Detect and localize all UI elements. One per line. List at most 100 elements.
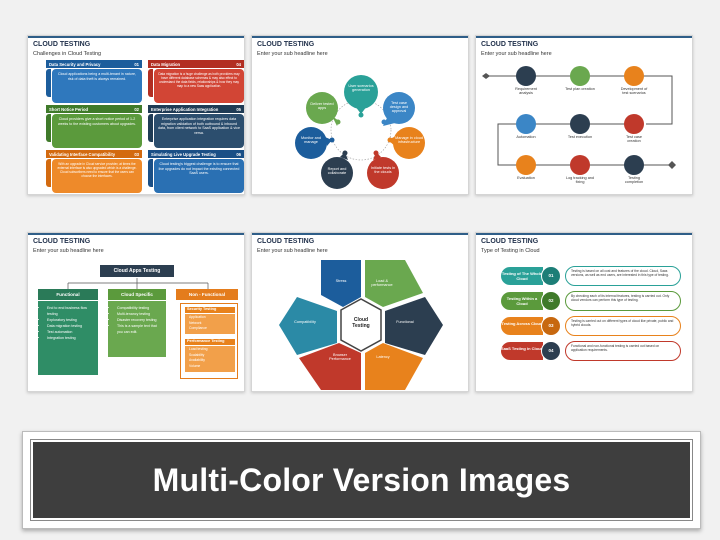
list-item: This is a sample text that you can edit. (117, 323, 163, 335)
step-label: Automation (516, 135, 536, 139)
list-item: Load testing (189, 347, 208, 351)
step-circle (516, 155, 536, 175)
column-head-non-functional: Non - Functional (176, 289, 238, 300)
process-flow-diagram (482, 66, 676, 175)
slide-thumbnail-4[interactable]: CLOUD TESTING Enter your sub headline he… (27, 232, 245, 392)
slide-title: CLOUD TESTING (33, 238, 91, 245)
row-label: SaaS Testing in Cloud (501, 342, 543, 360)
card-text: Cloud applications being a multi-tenant … (52, 69, 142, 103)
list-item: Volume (189, 363, 201, 368)
card-number: 02 (134, 106, 139, 112)
card-number: 04 (236, 61, 241, 67)
slide-thumbnail-2[interactable]: CLOUD TESTING Enter your sub headline he… (251, 35, 469, 195)
card-number: 03 (134, 151, 139, 157)
list-item: Compliance (189, 326, 207, 330)
slide-subtitle: Type of Testing in Cloud (481, 248, 540, 254)
tree-connectors (67, 278, 209, 289)
column-head-functional: Functional (38, 289, 98, 300)
step-circle (570, 114, 590, 134)
slide-subtitle: Enter your sub headline here (481, 51, 552, 57)
row-label: Testing Across Cloud (501, 317, 543, 335)
segment-stress (321, 260, 361, 307)
card-title: Data Security and Privacy (49, 61, 101, 67)
challenge-card-1: Data Security and Privacy 01 Cloud applic… (46, 60, 142, 103)
petal-label: Monitor and manage (300, 136, 322, 144)
step-label: Development of test scenarios (620, 87, 648, 95)
slide-title: CLOUD TESTING (257, 41, 315, 48)
slide-thumbnail-1[interactable]: CLOUD TESTING Challenges in Cloud Testin… (27, 35, 245, 195)
segment-label: Latency (376, 355, 390, 359)
row-text: Functional and non-functional testing is… (565, 341, 681, 361)
type-row-3: Testing Across Cloud 03 Testing is carri… (501, 316, 687, 338)
type-row-4: SaaS Testing in Cloud 04 Functional and … (501, 341, 687, 363)
step-circle (624, 66, 644, 86)
step-circle (570, 155, 590, 175)
row-number: 03 (541, 316, 561, 336)
column-body-cloud-specific: Compatibility testing Multi-tenancy test… (108, 301, 166, 357)
card-text: Cloud testing's biggest challenge is to … (154, 159, 244, 193)
list-item: Test automation (47, 329, 95, 335)
list-item: Disaster recovery testing (117, 317, 163, 323)
list-item: Scalability (189, 352, 205, 357)
step-label: Testing completion (624, 176, 644, 184)
segment-label: Browser Performance (329, 353, 351, 361)
hexagon-diagram (279, 260, 443, 390)
group-label: Performance Testing (185, 339, 235, 345)
list-item: Compatibility testing (117, 305, 163, 311)
list-item: Multi-tenancy testing (117, 311, 163, 317)
card-text: With an upgrade in Cloud service provide… (52, 159, 142, 193)
slide-title: CLOUD TESTING (257, 238, 315, 245)
list-item: Exploratory testing (47, 317, 95, 323)
card-title: Short Notice Period (49, 106, 89, 112)
column-head-cloud-specific: Cloud Specific (108, 289, 166, 300)
step-label: Test execution (567, 135, 593, 139)
group-label: Security Testing (185, 307, 235, 313)
step-label: Test plan creation (565, 87, 595, 91)
card-title: Validating Interface Compatibility (49, 151, 116, 157)
card-number: 05 (236, 106, 241, 112)
list-item: Application (189, 315, 206, 319)
type-row-2: Testing Within a Cloud 02 By checking ea… (501, 291, 687, 313)
card-text: Data migration is a huge challenge as bo… (154, 69, 244, 103)
type-row-1: Testing of The Whole Cloud 01 Testing is… (501, 266, 687, 288)
card-number: 06 (236, 151, 241, 157)
row-text: By checking each of its internal feature… (565, 291, 681, 311)
segment-latency (365, 343, 423, 390)
slide-thumbnail-5[interactable]: CLOUD TESTING Enter your sub headline he… (251, 232, 469, 392)
slide-title: CLOUD TESTING (33, 41, 91, 48)
slide-thumbnail-3[interactable]: CLOUD TESTING Enter your sub headline he… (475, 35, 693, 195)
banner-title: Multi-Color Version Images (152, 461, 571, 498)
segment-label: Functional (396, 320, 414, 324)
list-item: Availability (189, 358, 205, 362)
petal-navy (321, 150, 353, 189)
list-item: Data migration testing (47, 323, 95, 329)
petal-teal (344, 75, 378, 118)
step-label: Requirement analysis (515, 87, 537, 95)
step-circle (624, 155, 644, 175)
step-label: Log tracking and fixing (565, 176, 595, 184)
segment-functional (385, 297, 443, 355)
list-item: Network (189, 320, 202, 325)
petal-label: Deliver tested apps (310, 102, 334, 110)
petal-green (306, 92, 341, 126)
card-number: 01 (134, 61, 139, 67)
center-label: Cloud Testing (352, 317, 370, 329)
column-body-functional: End to end business flow testing Explora… (38, 301, 98, 375)
row-number: 04 (541, 341, 561, 361)
slide-subtitle: Enter your sub headline here (33, 248, 104, 254)
row-text: Testing is carried out on different type… (565, 316, 681, 336)
petal-label: Initiate tests in the clouds (370, 166, 396, 174)
petal-label: User scenarios generation (348, 84, 374, 92)
slide-thumbnail-6[interactable]: CLOUD TESTING Type of Testing in Cloud T… (475, 232, 693, 392)
segment-browser (299, 343, 361, 390)
petal-orange (387, 127, 425, 159)
slide-title: CLOUD TESTING (481, 238, 539, 245)
root-node: Cloud Apps Testing (100, 265, 174, 277)
segment-load (365, 260, 423, 307)
card-text: Enterprise application integration requi… (154, 114, 244, 148)
card-title: Enterprise Application Integration (151, 106, 219, 112)
step-circle (624, 114, 644, 134)
segment-label: Load & performance (371, 279, 393, 287)
step-circle (570, 66, 590, 86)
